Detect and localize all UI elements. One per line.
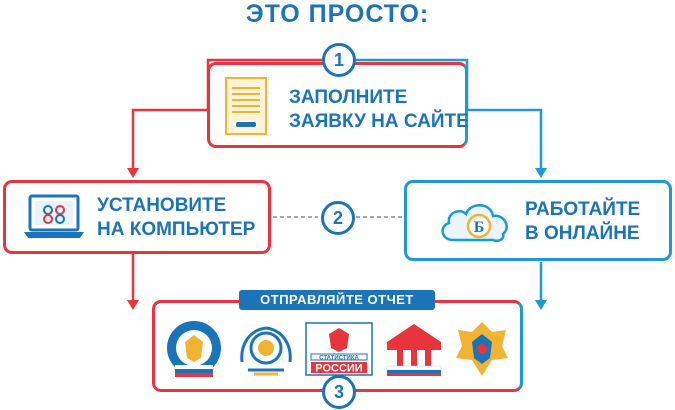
fss-logo [240,326,292,376]
document-form-icon [225,77,267,135]
step-2-number: 2 [321,201,355,235]
laptop-icon [24,194,84,238]
pfr-logo [386,324,442,376]
step-3-banner: ОТПРАВЛЯЙТЕ ОТЧЕТ [239,290,435,310]
fns-logo [167,321,221,377]
step-1-number: 1 [322,43,356,77]
svg-text:Б: Б [474,219,485,236]
rosstat-logo: СТАТИСТИКА РОССИИ [305,322,373,376]
rosstat-text-1: СТАТИСТИКА [319,356,359,362]
step-install-label: УСТАНОВИТЕ НА КОМПЬЮТЕР [97,195,256,240]
step-1-label: ЗАПОЛНИТЕ ЗАЯВКУ НА САЙТЕ [289,87,469,132]
cloud-icon: Б [441,204,508,242]
step-online-label: РАБОТАЙТЕ В ОНЛАЙНЕ [525,199,641,244]
rosstat-text-2: РОССИИ [315,363,363,375]
rosalkogol-logo [456,322,508,376]
page-title: ЭТО ПРОСТО: [245,0,430,28]
step-3-number: 3 [322,375,356,409]
